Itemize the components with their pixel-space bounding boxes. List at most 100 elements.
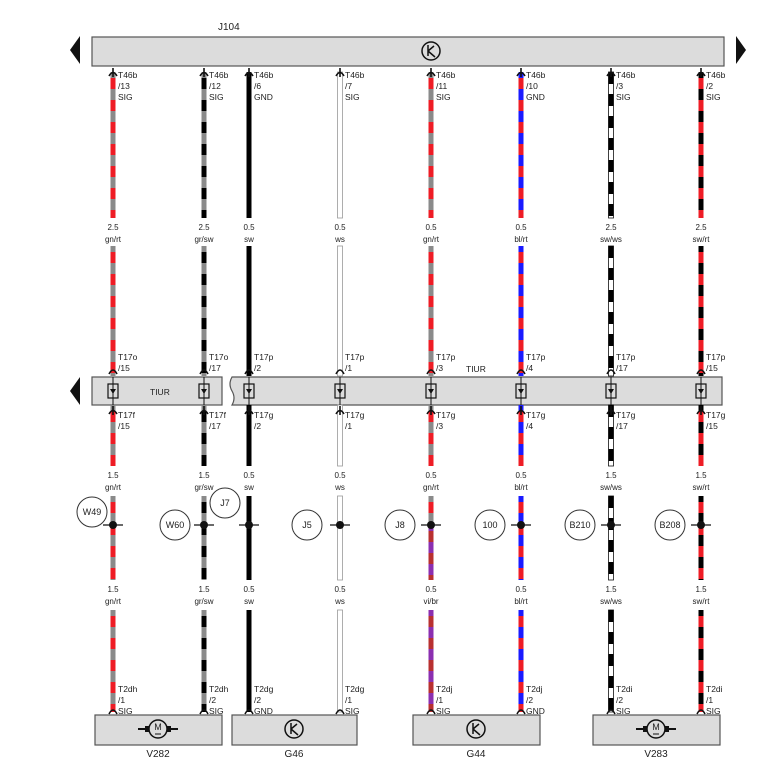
pin-label: T17g — [616, 410, 636, 420]
splice-ref-circle — [76, 496, 108, 528]
connector-pin-icon — [199, 369, 209, 375]
sensor-icon — [421, 41, 441, 61]
pin-label: /13 — [118, 81, 130, 91]
splice-ref-circle — [159, 509, 191, 541]
pin-label: T17p — [526, 352, 546, 362]
sensor-glyph — [472, 723, 481, 736]
wire-gauge-label: gn/rt — [105, 235, 122, 244]
pin-label: T17g — [254, 410, 274, 420]
connector-pin-icon — [244, 369, 254, 375]
wire-segment — [337, 495, 343, 581]
page-left-arrow-icon — [70, 36, 80, 64]
wire-gauge-label: 0.5 — [243, 223, 255, 232]
inline-connector-arrow — [518, 389, 524, 394]
wire-gauge-label: 1.5 — [695, 471, 707, 480]
sensor-circle — [466, 719, 486, 739]
pin-label: T17p — [345, 352, 365, 362]
pin-label: T2dg — [345, 684, 365, 694]
pin-label: SIG — [436, 92, 451, 102]
wire-gauge-label: 0.5 — [425, 471, 437, 480]
splice-ref-circle — [564, 509, 596, 541]
pin-label: T2dj — [436, 684, 453, 694]
connector-pin-icon — [516, 709, 526, 715]
pin-label: /2 — [254, 363, 261, 373]
pin-label: T17o — [209, 352, 229, 362]
pin-label: T46b — [118, 70, 138, 80]
pin-label: /2 — [254, 421, 261, 431]
motor-brush — [643, 726, 647, 732]
wire-gauge-label: gn/rt — [105, 483, 122, 492]
pin-label: /1 — [345, 363, 352, 373]
connector-pin-icon — [426, 709, 436, 715]
pin-label: T2dh — [209, 684, 229, 694]
wire-gauge-label: vi/br — [423, 597, 438, 606]
wire-gauge-label: 1.5 — [107, 585, 119, 594]
wire-gauge-label: 0.5 — [515, 223, 527, 232]
pin-label: T17o — [118, 352, 138, 362]
splice-ref-circle — [654, 509, 686, 541]
connector-pin-icon — [199, 709, 209, 715]
wire-segment — [337, 71, 343, 219]
wire-gauge-label: ws — [334, 597, 345, 606]
pin-label: T46b — [345, 70, 365, 80]
wire-gauge-label: gn/rt — [423, 235, 440, 244]
sensor-glyph — [290, 723, 299, 736]
pin-label: T2dj — [526, 684, 543, 694]
wire-gauge-label: 1.5 — [198, 471, 210, 480]
pin-label: /17 — [616, 421, 628, 431]
wire-gauge-label: 2.5 — [695, 223, 707, 232]
wire-gauge-label: 0.5 — [243, 585, 255, 594]
pin-label: T17p — [616, 352, 636, 362]
connector-pin-icon — [335, 709, 345, 715]
pin-label: SIG — [616, 706, 631, 716]
pin-label: T2dg — [254, 684, 274, 694]
inline-connector-arrow — [608, 389, 614, 394]
pin-label: /2 — [616, 695, 623, 705]
wire-gauge-label: 0.5 — [334, 585, 346, 594]
connector-pin-icon — [426, 369, 436, 375]
pin-label: T17f — [118, 410, 136, 420]
connector-pin-icon — [696, 369, 706, 375]
sensor-icon — [466, 719, 486, 739]
wire-segment — [337, 245, 343, 377]
connector-tiur-right — [229, 376, 723, 406]
component-name: G46 — [285, 749, 304, 760]
pin-label: SIG — [118, 92, 133, 102]
pin-label: /15 — [118, 363, 130, 373]
pin-label: T17g — [526, 410, 546, 420]
motor-icon: M — [138, 719, 178, 739]
pin-label: /6 — [254, 81, 261, 91]
wire-gauge-label: bl/rt — [514, 483, 528, 492]
pin-label: T46b — [526, 70, 546, 80]
wire-gauge-label: 0.5 — [334, 223, 346, 232]
connector-pin-icon — [335, 369, 345, 375]
splice-ref-label: W49 — [83, 507, 102, 517]
wire-gauge-label: 0.5 — [515, 585, 527, 594]
connector-pin-icon — [606, 709, 616, 715]
wire-body — [337, 245, 343, 377]
pin-label: /7 — [345, 81, 352, 91]
splice-ref-label: W60 — [166, 520, 185, 530]
splice-ref-label: B210 — [569, 520, 590, 530]
pin-label: T2dh — [118, 684, 138, 694]
pin-label: T2di — [616, 684, 633, 694]
pin-label: T46b — [436, 70, 456, 80]
component-name: V283 — [644, 749, 668, 760]
motor-letter: M — [652, 722, 660, 732]
splice-point-icon — [336, 521, 344, 529]
sensor-circle — [284, 719, 304, 739]
pin-label: T46b — [616, 70, 636, 80]
pin-label: /11 — [436, 81, 447, 91]
connector-pin-icon — [516, 369, 526, 375]
splice-ref-circle — [291, 509, 323, 541]
splice-point-icon — [427, 521, 435, 529]
splice-ref-circle — [384, 509, 416, 541]
wire-body — [337, 71, 343, 219]
wire-gauge-label: 2.5 — [605, 223, 617, 232]
connector-pin-icon — [696, 709, 706, 715]
wire-gauge-label: 0.5 — [515, 471, 527, 480]
inline-connector-arrow — [428, 389, 434, 394]
pin-label: SIG — [345, 92, 360, 102]
wire-gauge-label: sw — [244, 597, 254, 606]
